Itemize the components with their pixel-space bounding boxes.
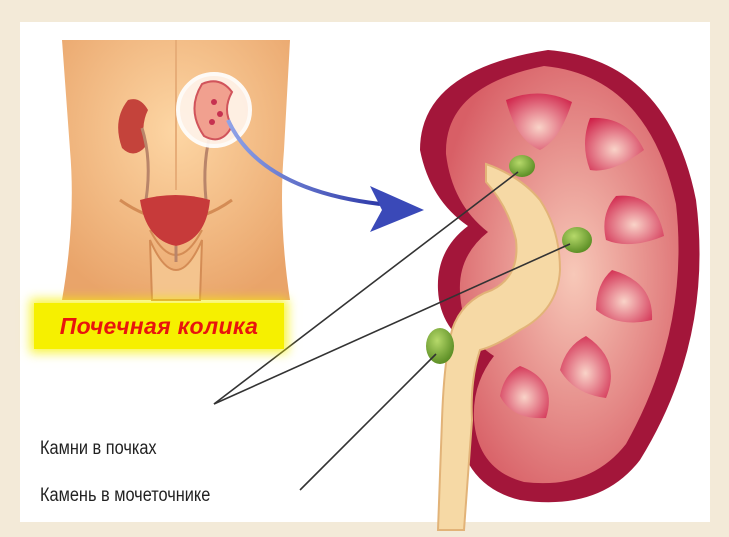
diagnosis-label: Почечная колика: [60, 313, 258, 340]
kidney-stones-caption: Камни в почках: [40, 438, 157, 460]
kidney-stone: [509, 155, 535, 177]
ureter-stone-caption: Камень в мочеточнике: [40, 485, 210, 507]
diagnosis-banner: Почечная колика: [34, 303, 284, 349]
kidney-stone: [562, 227, 592, 253]
torso-figure: [62, 40, 290, 300]
ureter-stone: [426, 328, 454, 364]
